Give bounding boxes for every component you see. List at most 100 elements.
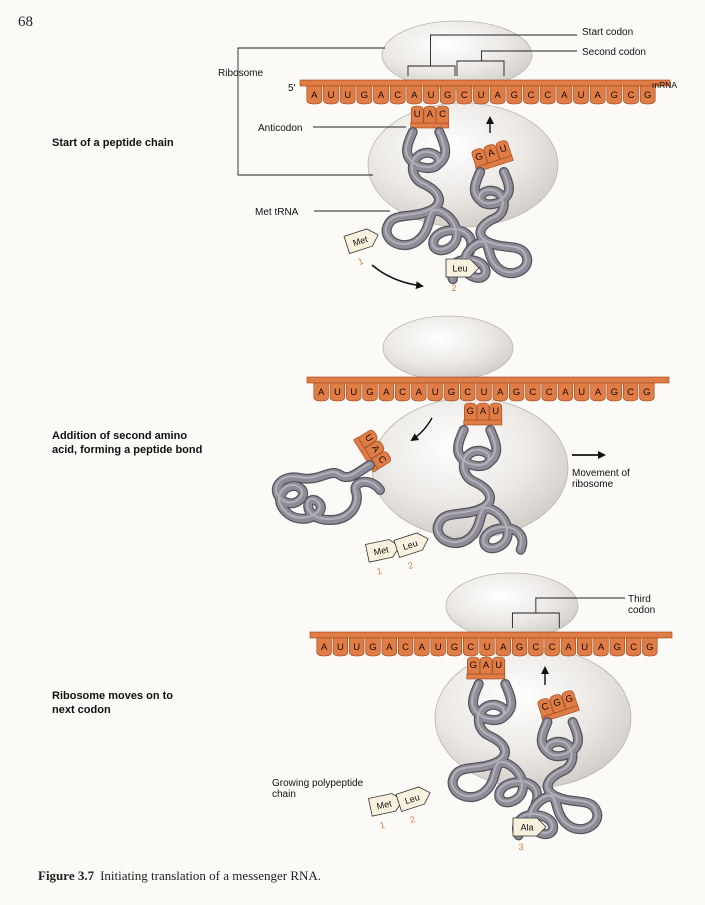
mrna-backbone — [299, 79, 671, 87]
amino-acid-number-line: 3 — [518, 842, 523, 852]
mrna-base-letter-line: C — [532, 642, 539, 653]
mrna-base-letter-line: A — [595, 387, 602, 398]
anticodon-base — [364, 440, 385, 460]
mrna-base — [541, 382, 557, 402]
amino-acid-name-line: Leu — [452, 264, 467, 274]
mrna-base — [589, 85, 606, 105]
mrna-base-letter: A — [500, 642, 507, 653]
anticodon-letter-line: U — [362, 432, 375, 444]
mrna-base — [577, 637, 593, 657]
start-codon-bracket — [407, 65, 456, 76]
anticodon-base — [492, 656, 506, 675]
anticodon-letter-line: C — [540, 701, 550, 714]
mrna-base — [313, 382, 329, 402]
start-codon-label-line: Start codon — [582, 27, 633, 38]
mrna-base-letter: C — [394, 90, 401, 101]
mrna-base-letter: G — [366, 387, 373, 398]
amino-acid-number: 3 — [518, 842, 523, 852]
step-1-label: Start of a peptide chain — [52, 137, 174, 149]
start-codon-label: Start codon — [582, 27, 633, 38]
mrna-base — [560, 637, 577, 657]
anticodon-base — [479, 656, 493, 675]
anticodon-bar — [463, 419, 503, 426]
mrna-base-letter-line: G — [513, 387, 520, 398]
anticodon-letter-line: U — [498, 143, 508, 156]
mrna-base-letter-line: A — [411, 90, 418, 101]
met-trna-label: Met tRNA — [255, 207, 299, 218]
mrna-base-letter: A — [386, 642, 393, 653]
mrna-base-letter-line: U — [578, 387, 585, 398]
mrna-base-letter: U — [581, 642, 588, 653]
mrna-base-letter: C — [546, 387, 553, 398]
mrna-base-letter: U — [428, 90, 435, 101]
anticodon-bar — [466, 673, 506, 680]
mrna-base-letter: G — [611, 90, 618, 101]
mrna-base-letter-line: A — [321, 642, 328, 653]
amino-acid-panel-3-ala: Ala 3 — [512, 817, 547, 852]
mrna-base-letter-line: A — [497, 387, 504, 398]
mrna-base-letter-line: U — [478, 90, 485, 101]
anticodon-letter: U — [362, 432, 375, 444]
mrna-base-letter: G — [516, 642, 523, 653]
mrna-base — [606, 382, 622, 402]
anticodon-base — [357, 429, 378, 449]
anticodon-letter-line: G — [552, 697, 562, 710]
mrna-base-letter-line: C — [399, 387, 406, 398]
mrna-base-letter-line: U — [428, 90, 435, 101]
mrna-base — [397, 637, 414, 657]
mrna-base-letter-line: U — [481, 387, 488, 398]
trna-tube-highlight-panel-3-second — [450, 682, 538, 804]
amino-acid-number: 1 — [376, 566, 383, 577]
mrna-base-letter: A — [565, 642, 572, 653]
mrna-label-line: mRNA — [652, 80, 677, 90]
movement-label-line: ribosome — [572, 479, 614, 490]
mrna-base — [556, 85, 573, 105]
amino-acid-number: 2 — [409, 814, 417, 825]
mrna-base-letter-line: C — [528, 90, 535, 101]
anticodon-letter-line: G — [474, 151, 484, 164]
anticodon-bar — [410, 122, 449, 129]
mrna-base — [539, 85, 556, 105]
anticodon-letter-line: A — [483, 660, 490, 671]
anticodon-letter: C — [540, 701, 550, 714]
mrna-base — [544, 637, 560, 657]
mrna-base-letter: C — [461, 90, 468, 101]
amino-acid-tag — [368, 793, 404, 817]
mrna-base — [356, 85, 373, 105]
trna-tube-highlight-panel-2-second — [435, 428, 523, 550]
mrna-base — [528, 637, 544, 657]
mrna-base — [378, 382, 394, 402]
amino-acid-name: Met — [373, 544, 390, 557]
mrna-base — [639, 382, 655, 402]
third-codon-label-line: codon — [628, 605, 655, 616]
amino-acid-name: Ala — [520, 823, 533, 833]
amino-acid-name: Met — [352, 234, 370, 248]
mrna-base-letter-line: A — [565, 642, 572, 653]
mrna-base-letter-line: U — [432, 387, 439, 398]
mrna-base-letter-line: A — [419, 642, 426, 653]
mrna-base-letter: C — [630, 642, 637, 653]
mrna-backbone — [309, 631, 673, 639]
amino-acid-tag — [393, 532, 429, 559]
mrna-base-letter: G — [614, 642, 621, 653]
mrna-base — [427, 382, 443, 402]
mrna-base — [476, 382, 492, 402]
mrna-base — [411, 382, 427, 402]
amino-acid-name-line: Leu — [402, 538, 419, 552]
anticodon-letter-line: A — [369, 443, 382, 455]
anticodon-letter: U — [498, 143, 508, 156]
mrna-base-letter: A — [594, 90, 601, 101]
mrna-base — [349, 637, 365, 657]
amino-acid-name-line: Ala — [520, 823, 533, 833]
mrna-base — [525, 382, 541, 402]
mrna-base-letter: A — [497, 387, 504, 398]
mrna-base-letter: A — [598, 642, 605, 653]
mrna-base-letter: A — [494, 90, 501, 101]
mrna-base-letter: C — [544, 90, 551, 101]
mrna-base-letter: U — [337, 642, 344, 653]
mrna-base-letter: A — [321, 642, 328, 653]
anticodon-base — [483, 144, 500, 164]
